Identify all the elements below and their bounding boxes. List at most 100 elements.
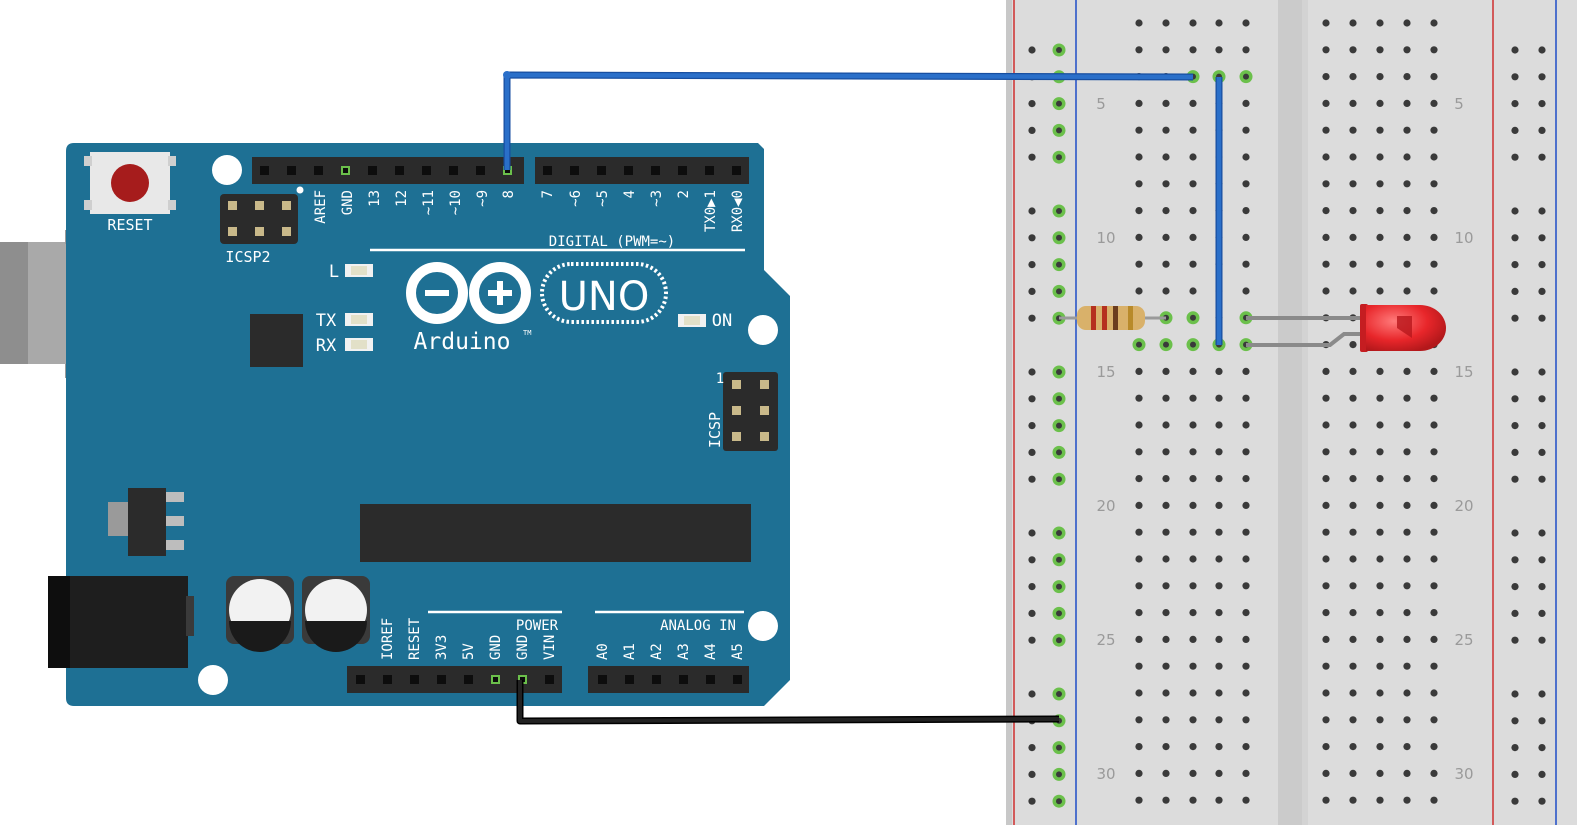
breadboard-hole[interactable] (1349, 796, 1357, 804)
breadboard-hole[interactable] (1135, 501, 1143, 509)
breadboard-hole[interactable] (1215, 19, 1223, 27)
rail-hole[interactable] (1538, 46, 1546, 54)
icsp2-pin[interactable] (255, 227, 264, 236)
breadboard-hole[interactable] (1162, 635, 1170, 644)
digital-pin-hole[interactable] (260, 166, 269, 175)
rail-hole[interactable] (1511, 261, 1519, 269)
power-pin-hole[interactable] (383, 675, 392, 684)
breadboard-hole[interactable] (1189, 260, 1197, 268)
rail-hole[interactable] (1511, 395, 1519, 403)
breadboard-hole[interactable] (1376, 689, 1384, 697)
icsp-pin[interactable] (732, 432, 741, 441)
rail-hole[interactable] (1511, 314, 1519, 322)
breadboard-hole[interactable] (1135, 126, 1143, 134)
breadboard-hole[interactable] (1242, 662, 1250, 670)
breadboard-hole[interactable] (1349, 689, 1357, 697)
breadboard-hole[interactable] (1376, 769, 1384, 778)
breadboard-hole[interactable] (1376, 796, 1384, 804)
rail-hole[interactable] (1511, 583, 1519, 591)
breadboard-hole[interactable] (1189, 99, 1197, 107)
power-pin-hole[interactable] (545, 675, 554, 684)
breadboard-hole[interactable] (1215, 367, 1223, 375)
breadboard-hole[interactable] (1349, 233, 1357, 241)
reset-button[interactable] (111, 164, 149, 202)
digital-pin-hole[interactable] (543, 166, 552, 175)
breadboard-hole[interactable] (1242, 421, 1250, 429)
breadboard-hole[interactable] (1349, 662, 1357, 670)
breadboard-hole[interactable] (1403, 475, 1411, 483)
analog-pin-hole[interactable] (625, 675, 634, 684)
breadboard-hole[interactable] (1242, 126, 1250, 134)
power-pin-hole[interactable] (464, 675, 473, 684)
breadboard-hole[interactable] (1135, 796, 1143, 804)
breadboard-hole[interactable] (1376, 448, 1384, 456)
breadboard-hole[interactable] (1162, 180, 1170, 188)
breadboard-hole[interactable] (1349, 367, 1357, 375)
breadboard-hole[interactable] (1215, 475, 1223, 483)
rail-hole[interactable] (1028, 609, 1036, 618)
breadboard-hole[interactable] (1189, 662, 1197, 670)
breadboard-hole[interactable] (1162, 582, 1170, 590)
breadboard-hole[interactable] (1135, 555, 1143, 563)
breadboard-hole[interactable] (1135, 367, 1143, 375)
breadboard-hole[interactable] (1189, 769, 1197, 778)
breadboard-hole[interactable] (1162, 394, 1170, 402)
breadboard-hole[interactable] (1430, 501, 1438, 509)
breadboard-hole[interactable] (1189, 287, 1197, 295)
breadboard-hole[interactable] (1135, 260, 1143, 268)
breadboard-hole[interactable] (1242, 743, 1250, 751)
rail-hole[interactable] (1538, 153, 1546, 161)
breadboard-hole[interactable] (1322, 662, 1330, 670)
digital-pin-hole[interactable] (597, 166, 606, 175)
breadboard-hole[interactable] (1430, 46, 1438, 54)
breadboard-hole[interactable] (1403, 689, 1411, 697)
breadboard-hole[interactable] (1349, 501, 1357, 509)
rail-hole[interactable] (1511, 287, 1519, 295)
breadboard-hole[interactable] (1189, 367, 1197, 375)
breadboard-hole[interactable] (1403, 367, 1411, 375)
breadboard-hole[interactable] (1215, 501, 1223, 509)
breadboard-hole[interactable] (1403, 180, 1411, 188)
breadboard-hole[interactable] (1322, 501, 1330, 509)
rail-hole[interactable] (1538, 609, 1546, 618)
breadboard-hole[interactable] (1135, 635, 1143, 644)
breadboard-hole[interactable] (1242, 46, 1250, 54)
digital-pin-hole[interactable] (314, 166, 323, 175)
breadboard-hole[interactable] (1189, 475, 1197, 483)
breadboard-hole[interactable] (1322, 260, 1330, 268)
breadboard-hole[interactable] (1430, 796, 1438, 804)
breadboard-hole[interactable] (1403, 207, 1411, 215)
breadboard-hole[interactable] (1215, 609, 1223, 617)
breadboard-hole[interactable] (1322, 609, 1330, 617)
breadboard-hole[interactable] (1430, 475, 1438, 483)
rail-hole[interactable] (1511, 636, 1519, 644)
rail-hole[interactable] (1538, 475, 1546, 483)
breadboard-hole[interactable] (1189, 555, 1197, 563)
rail-hole[interactable] (1538, 797, 1546, 805)
breadboard-hole[interactable] (1162, 796, 1170, 804)
breadboard-hole[interactable] (1403, 394, 1411, 402)
breadboard-hole[interactable] (1322, 207, 1330, 215)
breadboard-hole[interactable] (1376, 716, 1384, 724)
breadboard-hole[interactable] (1349, 609, 1357, 617)
rail-hole[interactable] (1511, 744, 1519, 752)
breadboard-hole[interactable] (1376, 19, 1384, 27)
digital-pin-hole[interactable] (624, 166, 633, 175)
breadboard-hole[interactable] (1349, 207, 1357, 215)
rail-hole[interactable] (1538, 556, 1546, 564)
breadboard-hole[interactable] (1322, 99, 1330, 107)
rail-hole[interactable] (1028, 395, 1036, 403)
breadboard-hole[interactable] (1162, 19, 1170, 27)
breadboard-hole[interactable] (1403, 743, 1411, 751)
breadboard-hole[interactable] (1189, 716, 1197, 724)
rail-hole[interactable] (1028, 770, 1036, 779)
breadboard-hole[interactable] (1242, 153, 1250, 161)
breadboard-hole[interactable] (1162, 528, 1170, 536)
rail-hole[interactable] (1511, 73, 1519, 81)
rail-hole[interactable] (1028, 556, 1036, 564)
breadboard-hole[interactable] (1215, 743, 1223, 751)
breadboard-hole[interactable] (1215, 528, 1223, 536)
breadboard-hole[interactable] (1403, 582, 1411, 590)
breadboard-hole[interactable] (1322, 769, 1330, 778)
breadboard-hole[interactable] (1135, 689, 1143, 697)
